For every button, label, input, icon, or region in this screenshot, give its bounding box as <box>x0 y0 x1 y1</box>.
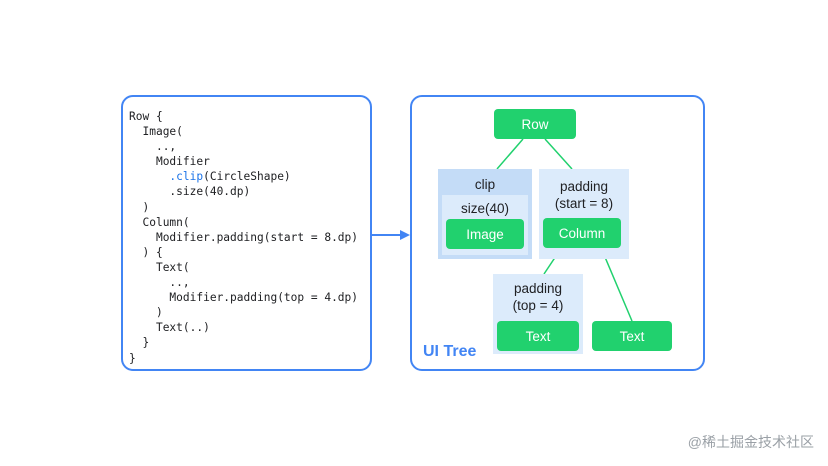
code-panel: Row { Image( .., Modifier .clip(CircleSh… <box>121 95 372 371</box>
image-node: Image <box>446 219 524 249</box>
code-snippet: Row { Image( .., Modifier .clip(CircleSh… <box>129 109 358 366</box>
code-line: Row { <box>129 110 163 123</box>
clip-label: clip <box>474 177 496 192</box>
code-line: ) <box>155 306 163 320</box>
code-line: } <box>142 336 150 350</box>
clip-modifier-box: clip size(40) Image <box>438 169 532 259</box>
code-line: .., <box>155 140 177 154</box>
code-line: ) { <box>142 245 163 259</box>
watermark: @稀土掘金技术社区 <box>687 434 814 450</box>
padding-top-label-1: padding <box>513 281 563 296</box>
ui-tree-title: UI Tree <box>423 343 477 360</box>
code-line: Text(..) <box>155 321 210 335</box>
code-line: .., <box>169 276 190 290</box>
padding-top-modifier-box: padding (top = 4) Text <box>493 274 583 354</box>
code-line: } <box>129 351 136 365</box>
code-highlight: .clip <box>169 170 204 184</box>
padding-top-label-2: (top = 4) <box>512 298 564 313</box>
code-line: Modifier.padding(top = 4.dp) <box>169 291 359 305</box>
text-node-1: Text <box>497 321 579 351</box>
column-node: Column <box>543 218 621 248</box>
code-line: Modifier.padding(start = 8.dp) <box>155 230 359 244</box>
code-line: Image( <box>142 125 183 139</box>
code-line: .clip(CircleShape) <box>169 170 291 184</box>
padding-start-modifier-box: padding (start = 8) Column <box>539 169 629 259</box>
padding-start-label-1: padding <box>559 179 609 194</box>
ui-tree-panel: Row clip size(40) Image padding (start =… <box>410 95 705 371</box>
code-line: .size(40.dp) <box>169 185 251 199</box>
text-node-2: Text <box>592 321 672 351</box>
size-label: size(40) <box>460 201 509 216</box>
padding-start-label-2: (start = 8) <box>554 196 614 211</box>
code-line: ) <box>142 200 150 214</box>
code-line: Modifier <box>155 155 210 169</box>
size-modifier-box: size(40) Image <box>442 195 528 255</box>
row-node: Row <box>494 109 576 139</box>
code-line: Text( <box>155 260 190 274</box>
code-line: Column( <box>142 215 190 229</box>
